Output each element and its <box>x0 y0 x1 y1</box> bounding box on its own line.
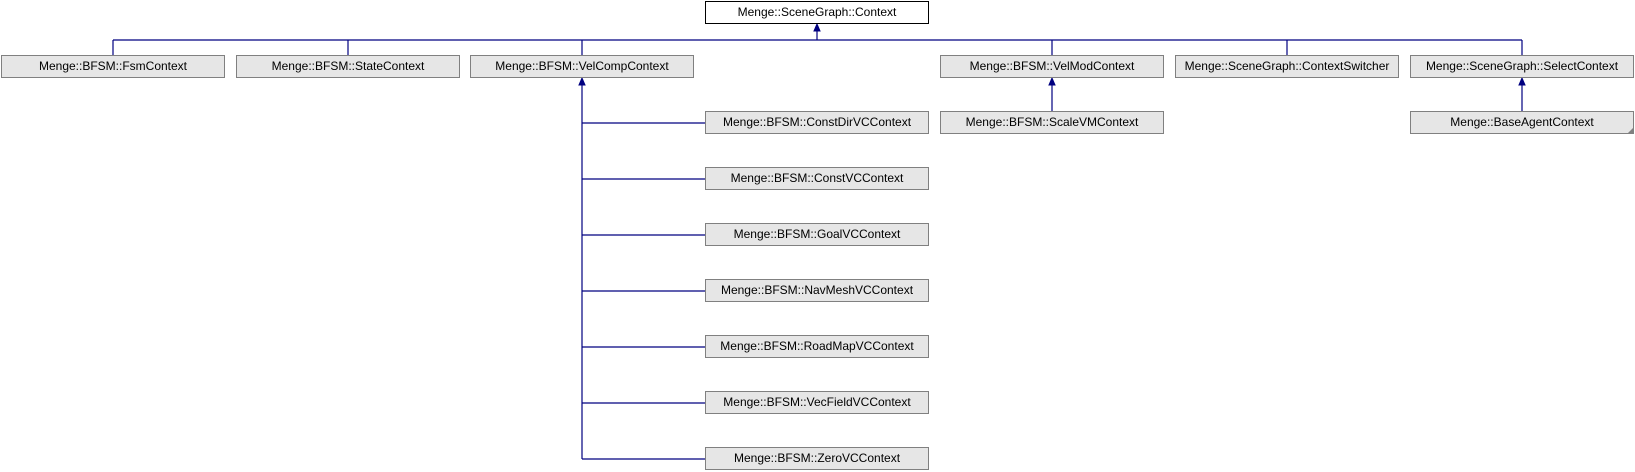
node-navmesh-vc-context[interactable]: Menge::BFSM::NavMeshVCContext <box>705 279 929 302</box>
truncated-fold-icon <box>1627 127 1633 133</box>
node-const-vc-context[interactable]: Menge::BFSM::ConstVCContext <box>705 167 929 190</box>
node-select-context[interactable]: Menge::SceneGraph::SelectContext <box>1410 55 1634 78</box>
node-velcomp-context[interactable]: Menge::BFSM::VelCompContext <box>470 55 694 78</box>
node-constdir-vc-context[interactable]: Menge::BFSM::ConstDirVCContext <box>705 111 929 134</box>
select-arrowhead <box>1518 76 1526 86</box>
node-scenegraph-context[interactable]: Menge::SceneGraph::Context <box>705 1 929 24</box>
velcomp-arrowhead <box>578 76 586 86</box>
node-base-agent-context[interactable]: Menge::BaseAgentContext <box>1410 111 1634 134</box>
node-vecfield-vc-context[interactable]: Menge::BFSM::VecFieldVCContext <box>705 391 929 414</box>
node-roadmap-vc-context[interactable]: Menge::BFSM::RoadMapVCContext <box>705 335 929 358</box>
node-goal-vc-context[interactable]: Menge::BFSM::GoalVCContext <box>705 223 929 246</box>
node-label: Menge::BaseAgentContext <box>1450 115 1594 129</box>
velmod-arrowhead <box>1048 76 1056 86</box>
node-velmod-context[interactable]: Menge::BFSM::VelModContext <box>940 55 1164 78</box>
node-scale-vm-context[interactable]: Menge::BFSM::ScaleVMContext <box>940 111 1164 134</box>
root-arrowhead <box>813 22 821 32</box>
node-fsm-context[interactable]: Menge::BFSM::FsmContext <box>1 55 225 78</box>
node-context-switcher[interactable]: Menge::SceneGraph::ContextSwitcher <box>1175 55 1399 78</box>
node-zero-vc-context[interactable]: Menge::BFSM::ZeroVCContext <box>705 447 929 470</box>
node-state-context[interactable]: Menge::BFSM::StateContext <box>236 55 460 78</box>
